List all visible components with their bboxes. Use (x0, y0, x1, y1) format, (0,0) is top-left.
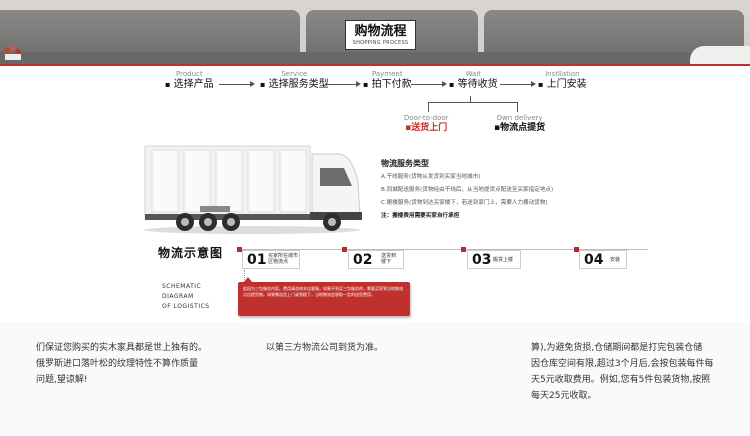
callout-text: 此段为三包服务内容。费用请咨询本店客服。如果不到买三包服务的，需要买家到当地物流… (243, 286, 403, 297)
logistics-line: C.搬楼服务(货物到达买家楼下，若送到家门上，需要人力搬动货物) (381, 200, 548, 206)
step-cn: ▪ 选择产品 (165, 79, 214, 90)
title-cn: 购物流程 (354, 24, 407, 39)
option-own-delivery: Own delivery ▪物流点提货 (494, 114, 545, 134)
stage-number: 01 (247, 252, 267, 268)
option-door-to-door: Door-to-door ▪送货上门 (404, 114, 448, 134)
note-line: 因仓库空间有限,超过3个月后,会按包装每件每 (531, 359, 714, 369)
arrow (411, 81, 447, 87)
arrow (325, 81, 361, 87)
logistics-line: A.干线服务(货物从发货到买家当地城市) (381, 174, 481, 180)
bottom-notes: 们保证您购买的实木家具都是世上独有的。 俄罗斯进口落叶松的纹理特性不算作质量 问… (0, 322, 750, 436)
option-label: 物流点提货 (500, 123, 546, 133)
step-label: 拍下付款 (371, 79, 412, 90)
timeline-title: 物流示意图 (158, 246, 224, 260)
step-en: Wait (465, 70, 482, 78)
step-cn: ▪ 等待收货 (449, 79, 498, 90)
step-wait: Wait ▪ 等待收货 (449, 70, 498, 91)
step-en: Product (176, 70, 203, 78)
dotted-connector (244, 270, 245, 282)
note-column-1: 们保证您购买的实木家具都是世上独有的。 俄罗斯进口落叶松的纹理特性不算作质量 问… (36, 340, 207, 388)
option-en: Own delivery (496, 114, 543, 122)
arrow (500, 81, 536, 87)
step-payment: Payment ▪ 拍下付款 (363, 70, 412, 91)
note-line: 每天25元收取。 (531, 391, 597, 401)
stage-number: 02 (353, 252, 373, 268)
stage-number: 03 (472, 252, 492, 268)
logistics-note: 注：搬楼费用需要买家自行承担 (381, 213, 460, 219)
schematic-line: SCHEMATIC (162, 283, 202, 290)
step-service: Service ▪ 选择服务类型 (260, 70, 329, 91)
step-cn: ▪ 选择服务类型 (260, 79, 329, 90)
note-column-3: 算),为避免货损,仓储期间都是打完包装仓储 因仓库空间有限,超过3个月后,会按包… (531, 340, 713, 404)
stage-number: 04 (584, 252, 604, 268)
arrow (219, 81, 255, 87)
note-line: 们保证您购买的实木家具都是世上独有的。 (36, 343, 208, 353)
step-label: 上门安装 (546, 79, 587, 90)
step-label: 等待收货 (457, 79, 498, 90)
option-cn: ▪送货上门 (405, 123, 448, 133)
step-product: Product ▪ 选择产品 (165, 70, 214, 91)
step-en: Instllation (545, 70, 580, 78)
note-column-2: 以第三方物流公司到货为准。 (266, 340, 383, 356)
branch-stem (470, 96, 471, 102)
step-label: 选择产品 (173, 79, 214, 90)
schematic-label: SCHEMATIC DIAGRAM OF LOGISTICS (162, 282, 210, 312)
branch-connector (428, 102, 518, 112)
timeline-dot (461, 247, 466, 252)
schematic-line: OF LOGISTICS (162, 303, 210, 310)
stage-03: 03 搬货上楼 (467, 250, 521, 269)
timeline-dot (237, 247, 242, 252)
step-cn: ▪ 上门安装 (538, 79, 587, 90)
note-line: 俄罗斯进口落叶松的纹理特性不算作质量 (36, 359, 199, 369)
stage-04: 04 安装 (579, 250, 627, 269)
step-en: Service (281, 70, 308, 78)
timeline-dot (342, 247, 347, 252)
divider (0, 64, 750, 66)
sofa-cushion (0, 10, 300, 60)
timeline-dot (574, 247, 579, 252)
stage-02: 02 送货到楼下 (348, 250, 404, 269)
option-en: Door-to-door (404, 114, 449, 122)
plant-icon (4, 45, 21, 60)
note-line: 天5元收取费用。例如,您有5件包装货物,按照 (531, 375, 711, 385)
schematic-line: DIAGRAM (162, 293, 194, 300)
truck-illustration (144, 145, 362, 234)
step-en: Payment (371, 70, 403, 78)
option-label: 送货上门 (411, 123, 448, 133)
note-line: 问题,望谅解! (36, 375, 88, 385)
note-line: 以第三方物流公司到货为准。 (266, 343, 384, 353)
step-label: 选择服务类型 (268, 79, 329, 90)
option-cn: ▪物流点提货 (494, 123, 546, 133)
title-en: SHOPPING PROCESS (352, 40, 409, 46)
step-cn: ▪ 拍下付款 (363, 79, 412, 90)
stage-label: 安装 (610, 257, 621, 263)
logistics-heading: 物流服务类型 (381, 159, 429, 168)
sofa-base (0, 52, 750, 64)
note-line: 算),为避免货损,仓储期间都是打完包装仓储 (531, 343, 703, 353)
stage-label: 送货到楼下 (381, 253, 397, 265)
logistics-info: 物流服务类型 A.干线服务(货物从发货到买家当地城市) B.同城配送服务(货物经… (381, 158, 611, 226)
logistics-line: B.同城配送服务(货物经由干线后，从当地提货点配送至买家指定地点) (381, 187, 554, 193)
stage-label: 买家所在城市区物流点 (268, 253, 299, 265)
stage-01: 01 买家所在城市区物流点 (242, 250, 300, 269)
section-title: 购物流程 SHOPPING PROCESS (345, 20, 416, 50)
stage-label: 搬货上楼 (493, 257, 514, 263)
timeline-line (238, 249, 648, 250)
step-installation: Instllation ▪ 上门安装 (538, 70, 587, 91)
callout-note: 此段为三包服务内容。费用请咨询本店客服。如果不到买三包服务的，需要买家到当地物流… (238, 277, 410, 316)
pillow (690, 46, 750, 64)
header-banner: 购物流程 SHOPPING PROCESS (0, 0, 750, 64)
